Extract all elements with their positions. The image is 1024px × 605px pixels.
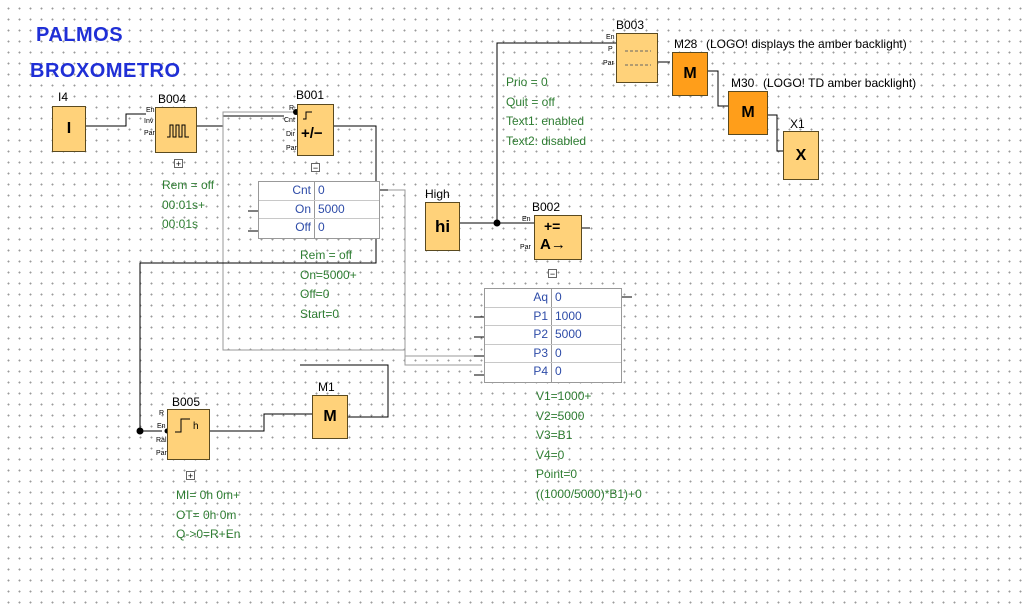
wire-m30-x1 [768, 114, 783, 152]
block-high-label: High [425, 187, 450, 201]
wire-b005-m1 [210, 413, 312, 432]
expand-b005-button[interactable]: + [186, 471, 195, 481]
block-b005-label: B005 [172, 395, 201, 409]
wire-m28-m30 [708, 70, 728, 107]
block-b004-label: B004 [158, 92, 187, 106]
pin-inv: Inv [144, 118, 154, 125]
pin-dir: Dir [286, 131, 295, 138]
block-m30-label: M30 [731, 76, 755, 90]
open-connector-symbol: X [795, 146, 807, 164]
block-m1-label: M1 [318, 380, 335, 394]
analog-symbol-top: += [544, 218, 561, 234]
pin-p: P [608, 46, 613, 53]
block-b002[interactable]: En Par += A→ [520, 215, 582, 260]
pin-par: Par [603, 60, 614, 67]
message-text-icon [625, 50, 651, 66]
collapse-b002-button[interactable]: − [548, 269, 557, 279]
m28-description: (LOGO! displays the amber backlight) [706, 37, 907, 51]
wire-b001-r-loop [222, 111, 482, 366]
expand-b004-button[interactable]: + [174, 159, 183, 169]
wire-i4-b004 [86, 113, 146, 127]
pin-en: En [606, 34, 615, 41]
pin-par: Par [144, 130, 155, 137]
b003-params: Prio = 0 Quit = off Text1: enabled Text2… [506, 75, 587, 148]
input-symbol: I [66, 120, 72, 137]
b001-params: Rem = off On=5000+ Off=0 Start=0 [300, 248, 357, 321]
svg-text:h: h [193, 421, 199, 432]
pin-ral: Ral [156, 437, 167, 444]
hours-counter-icon: h [175, 418, 199, 433]
pin-r: R [159, 410, 165, 417]
pin-en: En [146, 107, 155, 114]
pin-par: Par [520, 244, 531, 251]
marker-symbol: M [683, 65, 697, 82]
marker-symbol: M [741, 104, 755, 121]
collapse-b001-button[interactable]: − [311, 163, 320, 173]
b004-params: Rem = off 00:01s+ 00:01s [162, 178, 215, 231]
block-b001[interactable]: R Cnt Dir Par +/− [284, 104, 334, 156]
wire-m1-loop [300, 364, 389, 418]
block-b003-label: B003 [616, 18, 645, 32]
m30-description: (LOGO! TD amber backlight) [763, 76, 917, 90]
wire-b004-b001 [196, 115, 284, 127]
junction-b005 [136, 427, 144, 435]
pin-cnt: Cnt [284, 117, 295, 124]
block-b005[interactable]: R En Ral Par h [156, 409, 210, 460]
wire-ref-p3 [378, 189, 480, 357]
block-b004[interactable]: En Inv Par [144, 107, 197, 153]
block-m1[interactable]: M [312, 395, 348, 439]
b005-params: MI= 0h 0m+ OT= 0h 0m Q->0=R+En [176, 488, 241, 541]
block-m28[interactable]: M [672, 52, 708, 96]
pin-r: R [289, 105, 295, 112]
block-m28-label: M28 [674, 37, 698, 51]
pin-par: Par [286, 145, 297, 152]
block-i4-label: I4 [58, 90, 69, 104]
block-high[interactable]: hi [425, 202, 460, 251]
rising-edge-icon [303, 111, 312, 120]
pin-en: En [157, 423, 166, 430]
block-b002-label: B002 [532, 200, 561, 214]
diagram-title-line1: PALMOS [36, 24, 124, 46]
pulse-generator-icon [167, 124, 189, 138]
wire-high-b003 [496, 42, 616, 223]
pin-en: En [522, 216, 531, 223]
block-m30[interactable]: M [728, 91, 768, 135]
counter-symbol: +/− [301, 125, 323, 142]
junction-high [493, 219, 501, 227]
block-b001-label: B001 [296, 88, 325, 102]
high-symbol: hi [434, 216, 451, 236]
analog-symbol-bottom: A→ [540, 236, 566, 253]
block-x1-label: X1 [790, 117, 805, 131]
b002-params: V1=1000+ V2=5000 V3=B1 V4=0 Point=0 ((10… [536, 389, 642, 501]
marker-symbol: M [323, 408, 337, 425]
diagram-title-line2: BROXOMETRO [30, 60, 181, 82]
block-b003[interactable]: En P Par [603, 33, 658, 83]
pin-par: Par [156, 450, 167, 457]
block-x1[interactable]: X [783, 131, 819, 180]
block-i4[interactable]: I [52, 106, 86, 152]
wire-b001-b005 [139, 125, 377, 432]
